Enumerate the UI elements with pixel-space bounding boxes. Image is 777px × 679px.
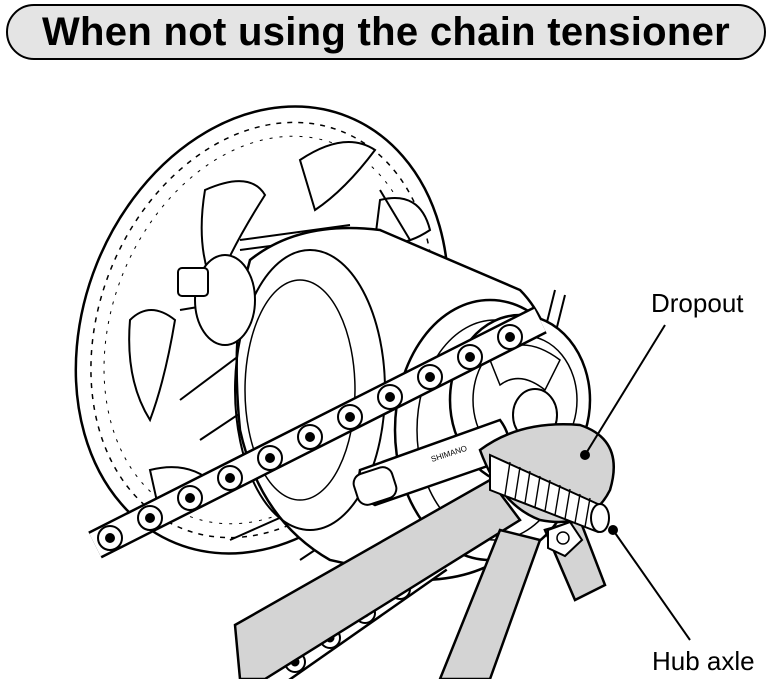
title-banner: When not using the chain tensioner xyxy=(6,4,766,60)
dropout-label: Dropout xyxy=(651,288,744,318)
page-title: When not using the chain tensioner xyxy=(42,9,730,54)
hub-axle-bolt-icon xyxy=(489,453,610,558)
callout-leaders xyxy=(580,324,691,641)
bicycle-chain-icon xyxy=(88,306,547,559)
frame-stay-icon xyxy=(233,423,615,679)
wrench-tool-icon: SHIMANO xyxy=(352,418,511,507)
hub-axle-label: Hub axle xyxy=(652,646,755,676)
